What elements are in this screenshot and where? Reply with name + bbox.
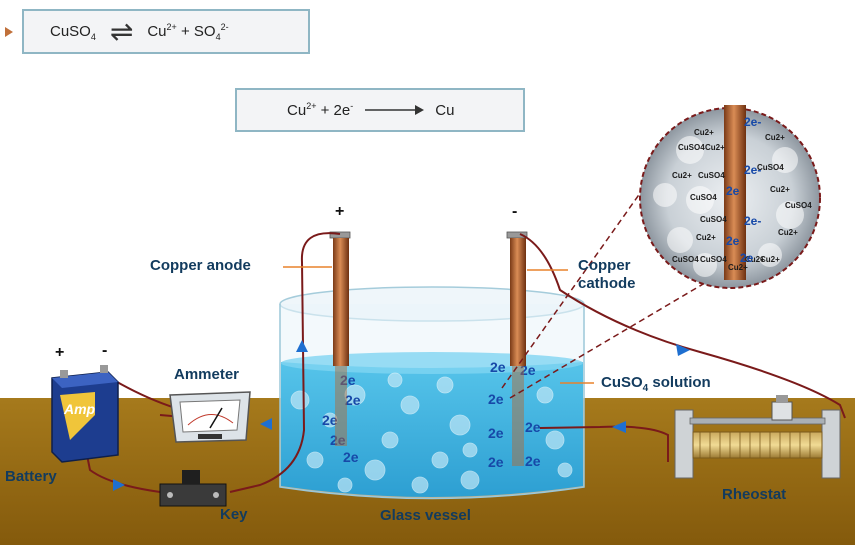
reduction-product: Cu: [435, 101, 455, 119]
electron-label: 2e: [330, 432, 346, 448]
equilibrium-arrow-icon: ⇌: [109, 16, 134, 47]
copper-cathode-label: Copper cathode: [578, 257, 636, 293]
dissociation-equation-box: CuSO4 ⇌ Cu2+ + SO42-: [22, 9, 310, 54]
electron-label: 2e: [343, 449, 359, 465]
svg-text:CuSO4: CuSO4: [698, 171, 725, 180]
reduction-equation-box: Cu2+ + 2e- Cu: [235, 88, 525, 132]
solution-label: CuSO4 solution: [601, 374, 711, 394]
reaction-arrow-icon: [365, 105, 425, 115]
svg-text:CuSO4: CuSO4: [678, 143, 705, 152]
key-switch-icon: [159, 470, 227, 507]
battery-icon: Amp: [51, 365, 119, 463]
svg-text:2e: 2e: [726, 234, 740, 248]
electron-label: 2e: [322, 412, 338, 428]
battery-negative-sign: -: [102, 342, 108, 359]
svg-text:CuSO4: CuSO4: [700, 255, 727, 264]
ammeter-gauge-icon: [169, 391, 251, 443]
electron-label: 2e: [488, 391, 504, 407]
copper-cathode-label-line2: cathode: [578, 275, 636, 292]
electron-label: 2e: [525, 453, 541, 469]
ammeter-label: Ammeter: [174, 366, 240, 383]
svg-text:Cu2+: Cu2+: [696, 233, 716, 242]
play-marker-icon: [5, 27, 13, 37]
ion-products: Cu2+ + SO42-: [147, 22, 229, 42]
svg-text:2e-: 2e-: [744, 115, 761, 129]
electron-label: 2e: [488, 425, 504, 441]
svg-text:CuSO4: CuSO4: [690, 193, 717, 202]
reduction-reactants: Cu2+ + 2e-: [287, 100, 354, 119]
svg-text:CuSO4: CuSO4: [785, 201, 812, 210]
svg-text:CuSO4: CuSO4: [700, 215, 727, 224]
rheostat-label: Rheostat: [722, 486, 787, 503]
battery-positive-sign: +: [55, 344, 65, 361]
svg-text:2e-: 2e-: [744, 214, 761, 228]
copper-anode: [329, 231, 351, 446]
glass-vessel-label: Glass vessel: [380, 507, 471, 524]
svg-text:2e-: 2e-: [744, 163, 761, 177]
svg-text:Cu2+: Cu2+: [728, 263, 748, 272]
electron-label: 2e: [340, 372, 356, 388]
cathode-negative-sign: -: [512, 203, 518, 220]
svg-text:CuSO4: CuSO4: [672, 255, 699, 264]
cuso4-reactant: CuSO4: [50, 23, 96, 42]
electron-label: 2e: [345, 392, 361, 408]
anode-positive-sign: +: [335, 203, 345, 220]
glass-vessel: 2e 2e 2e 2e 2e 2e 2e 2e 2e 2e 2e 2e: [279, 286, 585, 500]
battery-label: Battery: [5, 468, 57, 485]
svg-text:Cu2+: Cu2+: [770, 185, 790, 194]
electron-label: 2e: [490, 359, 506, 375]
copper-anode-label: Copper anode: [150, 257, 251, 274]
svg-text:Cu2+: Cu2+: [694, 128, 714, 137]
svg-text:Cu2+: Cu2+: [760, 255, 780, 264]
svg-text:Cu2+: Cu2+: [765, 133, 785, 142]
svg-text:Cu2+: Cu2+: [705, 143, 725, 152]
current-direction-arrow-icon: [113, 340, 690, 491]
electron-label: 2e: [525, 419, 541, 435]
battery-brand: Amp: [63, 401, 96, 417]
copper-cathode-label-line1: Copper: [578, 257, 631, 274]
electron-label: 2e: [488, 454, 504, 470]
svg-text:Cu2+: Cu2+: [672, 171, 692, 180]
key-label: Key: [220, 506, 248, 523]
svg-text:2e: 2e: [726, 184, 740, 198]
svg-text:Cu2+: Cu2+: [745, 255, 765, 264]
svg-text:2e: 2e: [740, 251, 754, 265]
svg-text:CuSO4: CuSO4: [757, 163, 784, 172]
rheostat-icon: [674, 395, 841, 479]
svg-text:Cu2+: Cu2+: [778, 228, 798, 237]
